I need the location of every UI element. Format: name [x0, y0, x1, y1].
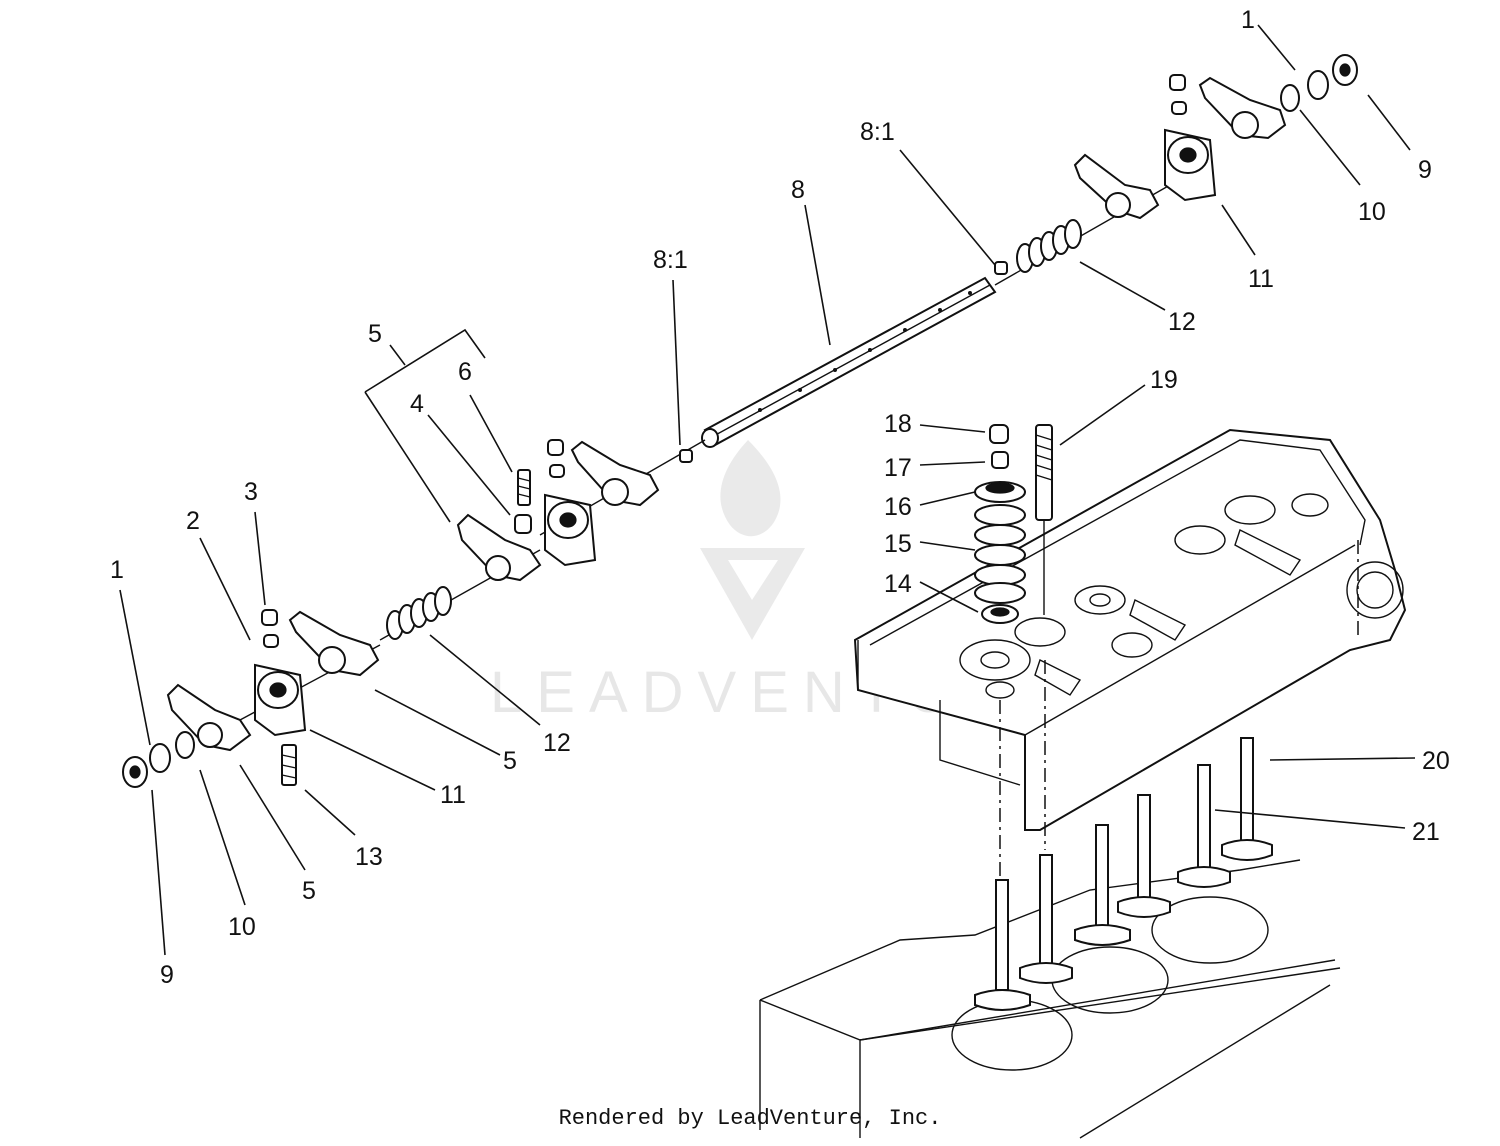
valve-1	[974, 879, 1031, 1011]
valves	[974, 737, 1273, 1011]
callout-14: 14	[884, 570, 912, 598]
callout-9-right: 9	[1418, 156, 1432, 184]
callout-18: 18	[884, 410, 912, 438]
alignment-guides	[999, 540, 1359, 880]
callout-8: 8	[791, 176, 805, 204]
valve-4	[1117, 794, 1171, 918]
callout-11-right: 11	[1248, 265, 1274, 293]
valve-spring	[974, 504, 1026, 604]
callout-1-left: 1	[110, 556, 124, 584]
callout-1-top: 1	[1241, 6, 1255, 34]
shaft-spring-left	[386, 586, 452, 640]
valve-3	[1074, 824, 1131, 946]
callout-5-bracket: 5	[368, 320, 382, 348]
shaft-spring-right	[1016, 219, 1082, 273]
callout-13: 13	[355, 843, 383, 871]
callout-5-mid: 5	[503, 747, 517, 775]
rocker-assembly-center	[456, 439, 660, 582]
callout-8-1-lower: 8:1	[653, 246, 688, 274]
callout-15: 15	[884, 530, 912, 558]
footer-credit: Rendered by LeadVenture, Inc.	[558, 1106, 942, 1131]
callout-19: 19	[1150, 366, 1178, 394]
callout-labels: 1 9 10 11 8:1 8 12 8:1 5 6 4 3 2 1 5 12 …	[110, 6, 1450, 989]
valve-6	[1221, 737, 1273, 861]
rocker-assembly-left	[122, 609, 380, 788]
stud-bolt	[1035, 424, 1053, 615]
rocker-assembly-right	[1073, 54, 1358, 220]
engine-block	[759, 859, 1341, 1139]
cylinder-head	[853, 428, 1407, 831]
callout-3: 3	[244, 478, 258, 506]
valve-2	[1019, 854, 1073, 984]
callout-4: 4	[410, 390, 424, 418]
callout-12-right: 12	[1168, 308, 1196, 336]
callout-21: 21	[1412, 818, 1440, 846]
valve-5	[1177, 764, 1231, 888]
callout-2: 2	[186, 507, 200, 535]
callout-17: 17	[884, 454, 912, 482]
leader-lines	[119, 24, 1416, 956]
callout-6: 6	[458, 358, 472, 386]
callout-5-low: 5	[302, 877, 316, 905]
callout-20: 20	[1422, 747, 1450, 775]
callout-8-1-upper: 8:1	[860, 118, 895, 146]
callout-10-left: 10	[228, 913, 256, 941]
callout-9-left: 9	[160, 961, 174, 989]
callout-11-left: 11	[440, 781, 466, 809]
callout-12-left: 12	[543, 729, 571, 757]
callout-10-right: 10	[1358, 198, 1386, 226]
callout-16: 16	[884, 493, 912, 521]
valve-spring-stack	[974, 424, 1026, 624]
watermark-logo	[700, 440, 805, 640]
